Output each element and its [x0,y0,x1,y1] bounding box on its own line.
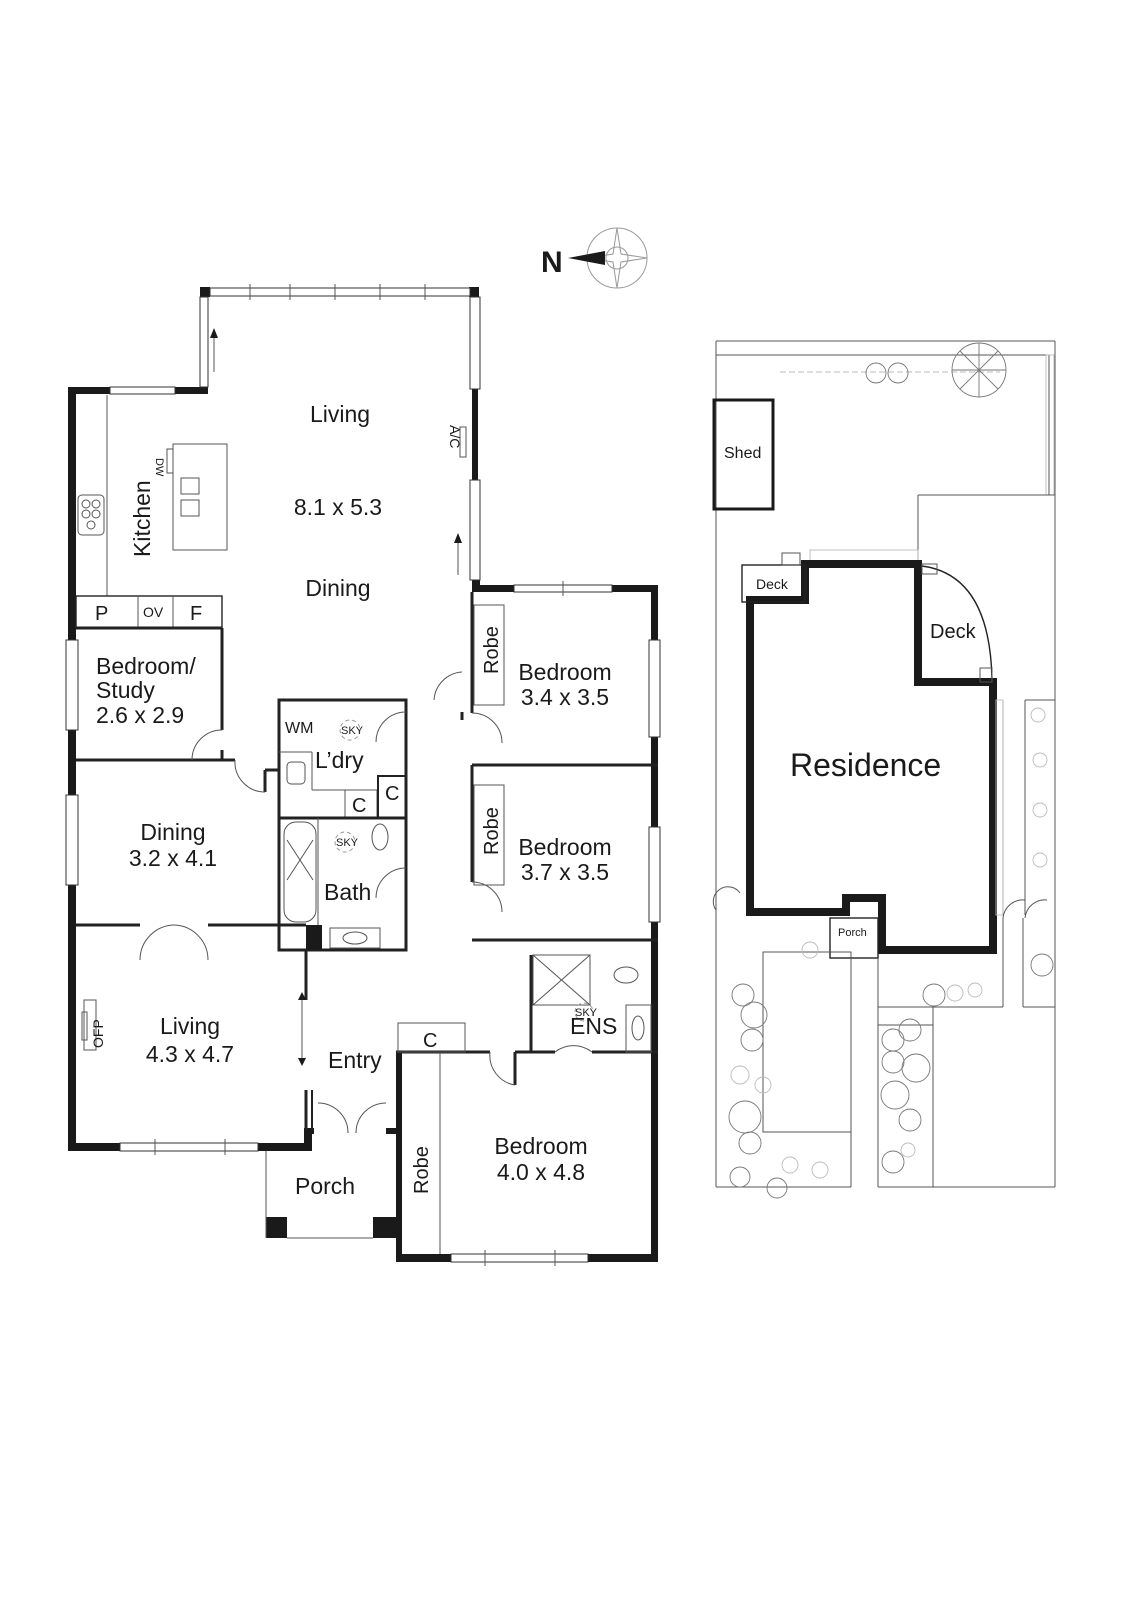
skylight-icon [334,831,356,853]
residence-label: Residence [790,747,941,783]
tree-icon [865,342,1007,398]
vanity-icon [329,927,381,949]
robe-1-label: Robe [481,626,503,674]
ensuite-toilet-icon [613,966,639,984]
ensuite-skylight-label: SKY [575,1007,598,1019]
dining-label: Dining [140,819,205,845]
shed-label: Shed [724,445,761,462]
bedroom-master-size: 4.0 x 4.8 [497,1159,585,1185]
laundry-cupboard-1: C [352,795,366,817]
skylight-icon [339,719,361,741]
deck-large-label: Deck [930,621,977,643]
wm-label: WM [285,720,313,737]
kitchen-label: Kitchen [129,480,155,557]
pantry-label: P [95,603,108,625]
residence-outline [746,560,997,954]
compass-rose-icon [568,227,648,289]
ensuite-basin-icon [631,1015,645,1041]
toilet-icon [371,823,389,851]
robe-master-label: Robe [411,1146,433,1194]
fireplace-label: OFP [90,1019,106,1048]
doors [139,671,593,1134]
skylight-icon [574,1002,594,1022]
oven-label: OV [143,604,164,620]
shrubs [728,707,1054,1199]
living-main-label: Living [310,401,370,427]
dining-size: 3.2 x 4.1 [129,845,217,871]
laundry-skylight-label: SKY [341,725,364,737]
bedroom-2-size: 3.7 x 3.5 [521,859,609,885]
compass: N [541,227,648,289]
study-label-line1: Bedroom/ [96,653,196,679]
dishwasher-label: DW [153,458,165,477]
bath-label: Bath [324,879,371,905]
kitchen-island [166,443,228,551]
study-label-line2: Study [96,677,155,703]
cooktop-icon [77,494,105,536]
living-size: 4.3 x 4.7 [146,1041,234,1067]
laundry-cupboard-2: C [385,783,399,805]
entry-label: Entry [328,1047,382,1073]
site-porch-label: Porch [838,927,867,939]
fixtures [77,426,645,1051]
fridge-label: F [190,603,202,625]
living-label: Living [160,1013,220,1039]
floor-plan: Living 8.1 x 5.3 Dining Kitchen DW P OV … [65,284,661,1266]
shed [712,398,775,511]
bedroom-1-size: 3.4 x 3.5 [521,684,609,710]
laundry-label: L’dry [315,747,364,773]
entry-cupboard-label: C [423,1030,437,1052]
bathtub-icon [283,821,317,923]
aircon-label: A/C [447,425,463,448]
site-porch [829,917,879,959]
bedroom-1-label: Bedroom [518,659,611,685]
hedge [780,354,1055,496]
room-labels: Living 8.1 x 5.3 Dining Kitchen DW P OV … [90,401,617,1199]
interior-walls [75,395,658,1254]
living-main-size: 8.1 x 5.3 [294,494,382,520]
laundry-tub-icon [286,761,306,785]
deck-small [741,564,806,603]
site-plan: Shed Deck Deck Residence Porch [712,340,1056,1199]
windows [65,284,661,1266]
bedroom-master-label: Bedroom [494,1133,587,1159]
fireplace-icon [83,999,97,1051]
aircon-unit [459,426,467,458]
bath-skylight-label: SKY [336,837,359,849]
ensuite-label: ENS [570,1013,617,1039]
study-size: 2.6 x 2.9 [96,702,184,728]
dining-main-label: Dining [305,575,370,601]
deck-small-label: Deck [756,576,789,592]
robe-2-label: Robe [481,807,503,855]
porch-label: Porch [295,1173,355,1199]
exterior-walls [68,287,658,1262]
north-label: N [541,246,563,279]
bedroom-2-label: Bedroom [518,834,611,860]
